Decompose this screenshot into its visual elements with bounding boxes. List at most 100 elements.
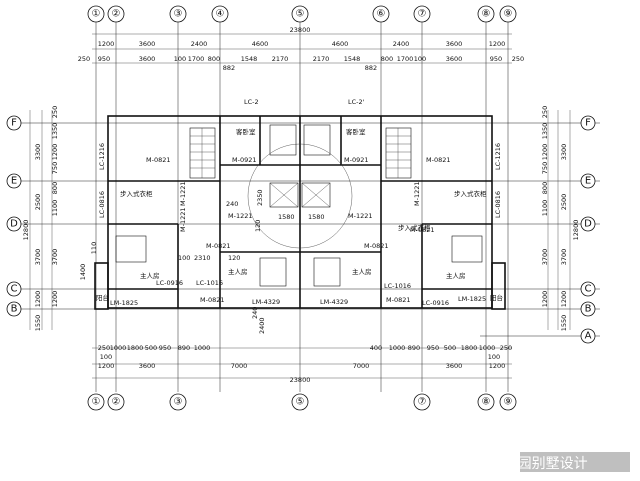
right-dim-detail: 750	[541, 162, 549, 174]
top-dim-detail: 800	[208, 55, 220, 63]
axis-bubble-7-bottom: ⑦	[418, 397, 427, 408]
door-label: M-0821	[364, 242, 389, 250]
bottom-dim-detail: 890	[408, 344, 420, 352]
bottom-dim-detail: 1800	[461, 344, 478, 352]
top-dimension-lines	[92, 33, 512, 64]
left-dim-detail: 750	[51, 162, 59, 174]
right-dim: 1200	[560, 291, 568, 308]
axis-bubble-F-left: F	[11, 118, 17, 129]
top-dim-detail: 2170	[272, 55, 289, 63]
bottom-dim-mid: 100	[488, 353, 500, 361]
watermark-text: 头条号 / 嘉园别墅设计	[448, 455, 588, 472]
left-dim-detail: 1400	[79, 264, 87, 281]
axis-bubble-3-bottom: ③	[174, 397, 183, 408]
bottom-dim-detail: 1000	[194, 344, 211, 352]
left-dimension-lines	[29, 110, 53, 330]
left-dim-detail: 1200	[51, 291, 59, 308]
right-dim: 2500	[560, 194, 568, 211]
door-label: M-0821	[206, 242, 231, 250]
right-dim: 3700	[560, 249, 568, 266]
door-label: LM-1825	[110, 299, 138, 307]
room-master-left: 主人房	[140, 271, 160, 280]
top-dim-extra: 882	[365, 64, 377, 72]
axis-bubble-B-right: B	[585, 304, 592, 315]
right-dimension-lines	[547, 110, 571, 330]
axis-bubble-3: ③	[174, 9, 183, 20]
left-dim: 3300	[34, 144, 42, 161]
right-dim-detail: 3700	[541, 249, 549, 266]
door-label: M-0821	[410, 226, 435, 234]
door-label: M-0821	[146, 156, 171, 164]
top-dim-detail: 100	[174, 55, 186, 63]
room-balcony-right: 阳台	[490, 293, 503, 302]
top-dim-detail: 1700	[397, 55, 414, 63]
bottom-dimension-lines	[92, 347, 512, 379]
bottom-dimensions: 250 1000 1800 500 950 890 1000 400 1000 …	[98, 344, 512, 384]
room-balcony-left: 阳台	[96, 293, 109, 302]
dim-note: 1580	[278, 213, 295, 221]
window-label: LC-1216	[98, 143, 106, 170]
stairs-left	[189, 127, 216, 179]
door-label: LM-4329	[252, 298, 280, 306]
top-dim-detail: 950	[490, 55, 502, 63]
top-dim-detail: 1548	[241, 55, 258, 63]
top-dim-detail: 3600	[139, 55, 156, 63]
right-dimensions: 250 1350 1200 750 800 1100 3700 1200 330…	[541, 106, 580, 331]
bottom-dim: 3600	[139, 362, 156, 370]
left-dim-extra: 110	[90, 242, 98, 254]
room-guest-right: 客卧室	[346, 127, 366, 136]
window-label: LC-2'	[348, 98, 365, 106]
right-dim: 3300	[560, 144, 568, 161]
right-dim-detail: 1200	[541, 291, 549, 308]
bottom-total-dim: 23800	[290, 376, 311, 384]
door-label: LM-4329	[320, 298, 348, 306]
elevator-core	[247, 143, 353, 249]
top-dim: 3600	[139, 40, 156, 48]
door-label: M-1221	[228, 212, 253, 220]
axis-bubble-E-right: E	[585, 176, 591, 187]
room-master-right: 主人房	[446, 271, 466, 280]
bottom-dim-detail: 890	[178, 344, 190, 352]
axis-bubble-B-left: B	[11, 304, 18, 315]
dim-note: 240	[251, 307, 259, 319]
room-master-center-left: 主人房	[228, 267, 248, 276]
dim-note: 120	[254, 220, 262, 232]
bottom-dim-detail: 950	[427, 344, 439, 352]
dim-note: 1580	[308, 213, 325, 221]
left-axis-bubbles: F E D C B	[6, 115, 22, 317]
axis-bubble-9-bottom: ⑨	[504, 397, 513, 408]
dim-note: 2350	[256, 189, 264, 206]
bottom-dim-detail: 500	[145, 344, 157, 352]
top-dim-detail: 1700	[188, 55, 205, 63]
window-label: LC-1016	[196, 279, 223, 287]
axis-bubble-4: ④	[216, 9, 225, 20]
window-label: LC-0816	[98, 191, 106, 218]
window-label: LC-1016	[384, 282, 411, 290]
right-dim-detail: 250	[541, 106, 549, 118]
left-dim: 2500	[34, 194, 42, 211]
right-dim-detail: 1100	[541, 200, 549, 217]
door-label: M-1221	[179, 208, 187, 233]
top-dim-detail: 250	[78, 55, 90, 63]
top-dim-detail: 1548	[344, 55, 361, 63]
axis-bubble-A-right: A	[585, 331, 592, 342]
room-closet-left: 步入式衣柜	[120, 189, 153, 198]
top-dim: 3600	[446, 40, 463, 48]
top-dim-detail: 2170	[313, 55, 330, 63]
axis-bubble-6: ⑥	[377, 9, 386, 20]
right-dim-detail: 1200	[541, 144, 549, 161]
bottom-dim: 1200	[489, 362, 506, 370]
window-label: LC-2	[244, 98, 259, 106]
bottom-dim: 3600	[446, 362, 463, 370]
top-dim: 2400	[191, 40, 208, 48]
furniture-beds	[115, 124, 483, 287]
bottom-dim-detail: 250	[98, 344, 110, 352]
bottom-dim-detail: 950	[159, 344, 171, 352]
door-label: M-0921	[344, 156, 369, 164]
top-dim-detail: 250	[512, 55, 524, 63]
left-dim-detail: 1100	[51, 200, 59, 217]
dim-note: 2310	[194, 254, 211, 262]
room-guest-left: 客卧室	[236, 127, 256, 136]
right-dim: 1550	[560, 315, 568, 332]
